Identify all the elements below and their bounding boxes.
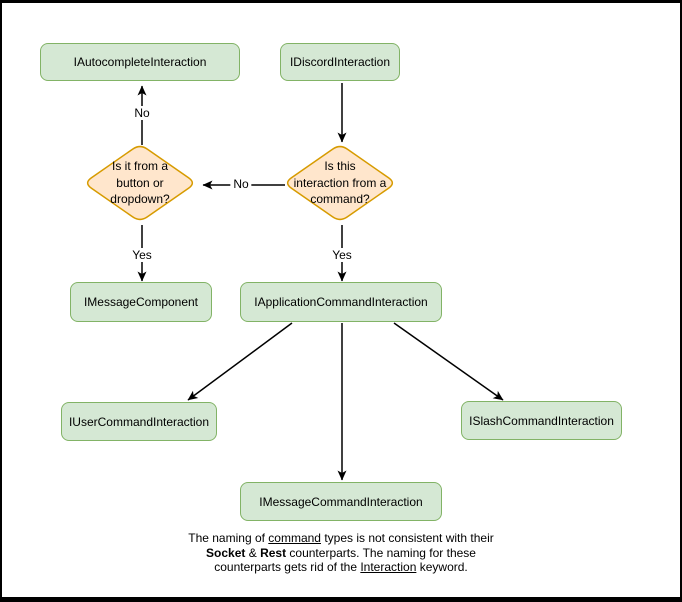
node-slash-command-interaction: ISlashCommandInteraction — [461, 401, 622, 440]
note-line-1: The naming of command types is not consi… — [2, 531, 680, 546]
decision-button-or-dropdown: Is it from a button or dropdown? — [83, 143, 197, 223]
node-autocomplete-interaction: IAutocompleteInteraction — [40, 43, 240, 81]
edge-to-user-command — [187, 322, 293, 401]
note-line1-command: command — [268, 531, 321, 545]
edge-label-yes-message-component: Yes — [129, 248, 155, 262]
edge-label-no-autocomplete: No — [131, 106, 153, 120]
note-line2-rest: Rest — [260, 545, 287, 560]
node-message-component: IMessageComponent — [70, 282, 212, 322]
note-line3-seg1: counterparts gets rid of the — [214, 560, 361, 575]
note-text: The naming of command types is not consi… — [2, 531, 680, 575]
note-line1-seg1: The naming of — [188, 531, 269, 545]
note-line-2: Socket & Rest counterparts. The naming f… — [2, 546, 680, 561]
decision-label-from-command: Is this interaction from a command? — [293, 159, 387, 207]
note-line3-seg3: keyword. — [416, 560, 468, 575]
edge-to-slash-command — [393, 322, 504, 401]
node-user-command-interaction: IUserCommandInteraction — [61, 402, 217, 441]
decision-label-button-or-dropdown: Is it from a button or dropdown? — [110, 159, 170, 207]
note-line-3: counterparts gets rid of the Interaction… — [2, 560, 680, 575]
node-discord-interaction: IDiscordInteraction — [280, 43, 400, 81]
diamond-shape — [286, 145, 394, 221]
node-message-command-interaction: IMessageCommandInteraction — [240, 482, 442, 521]
node-application-command-interaction: IApplicationCommandInteraction — [240, 282, 442, 322]
note-line2-seg4: counterparts. The naming for these — [286, 545, 476, 560]
note-line2-socket: Socket — [206, 545, 246, 560]
note-line1-seg3: types is not consistent with their — [320, 531, 494, 545]
edge-label-no-button-dropdown: No — [230, 177, 252, 191]
note-line3-interaction: Interaction — [360, 560, 417, 575]
note-line2-amp: & — [245, 545, 261, 560]
decision-from-command: Is this interaction from a command? — [283, 143, 397, 223]
diamond-shape — [86, 145, 194, 221]
edge-label-yes-application-command: Yes — [329, 248, 355, 262]
